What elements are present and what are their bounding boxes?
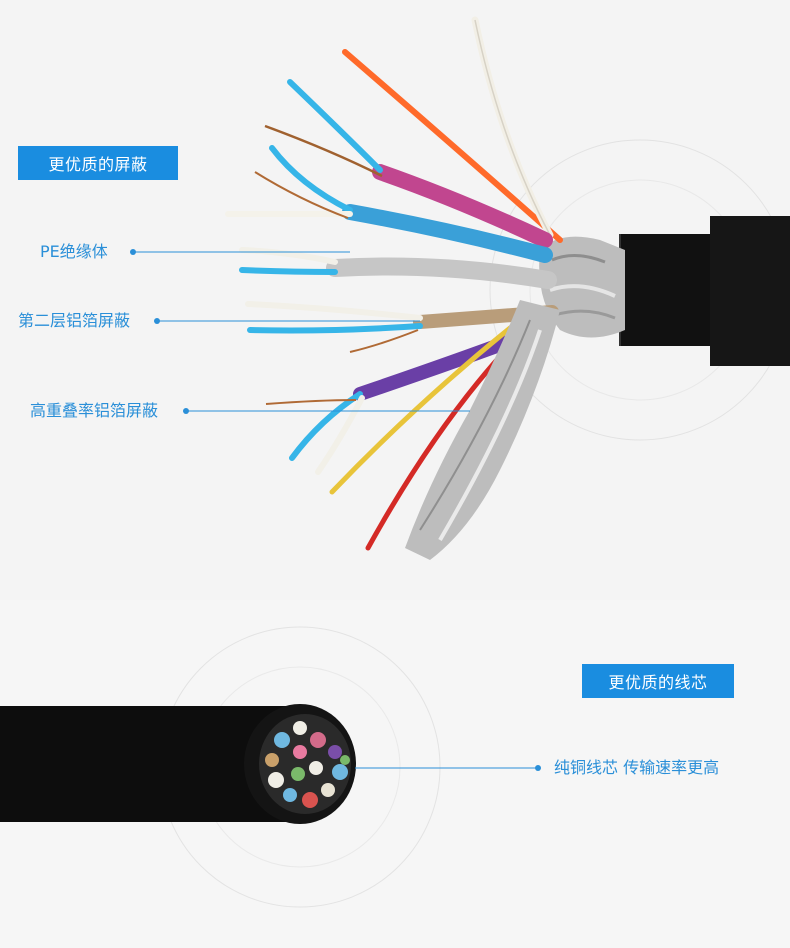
callout-dot <box>535 765 541 771</box>
callout-second-foil: 第二层铝箔屏蔽 <box>18 311 131 330</box>
callout-dot <box>154 318 160 324</box>
callout-pe-insulator: PE绝缘体 <box>40 242 108 261</box>
section-tag-shielding: 更优质的屏蔽 <box>18 146 178 180</box>
foil-tail <box>405 300 560 560</box>
section-tag-core: 更优质的线芯 <box>582 664 734 698</box>
callout-dot <box>130 249 136 255</box>
cable-fanout-illustration <box>133 16 790 560</box>
cable-jacket-end <box>710 216 790 366</box>
cable-jacket <box>620 234 720 346</box>
callout-high-overlap-foil: 高重叠率铝箔屏蔽 <box>30 401 159 420</box>
callout-copper-core: 纯铜线芯 传输速率更高 <box>554 758 720 777</box>
callout-dot <box>183 408 189 414</box>
